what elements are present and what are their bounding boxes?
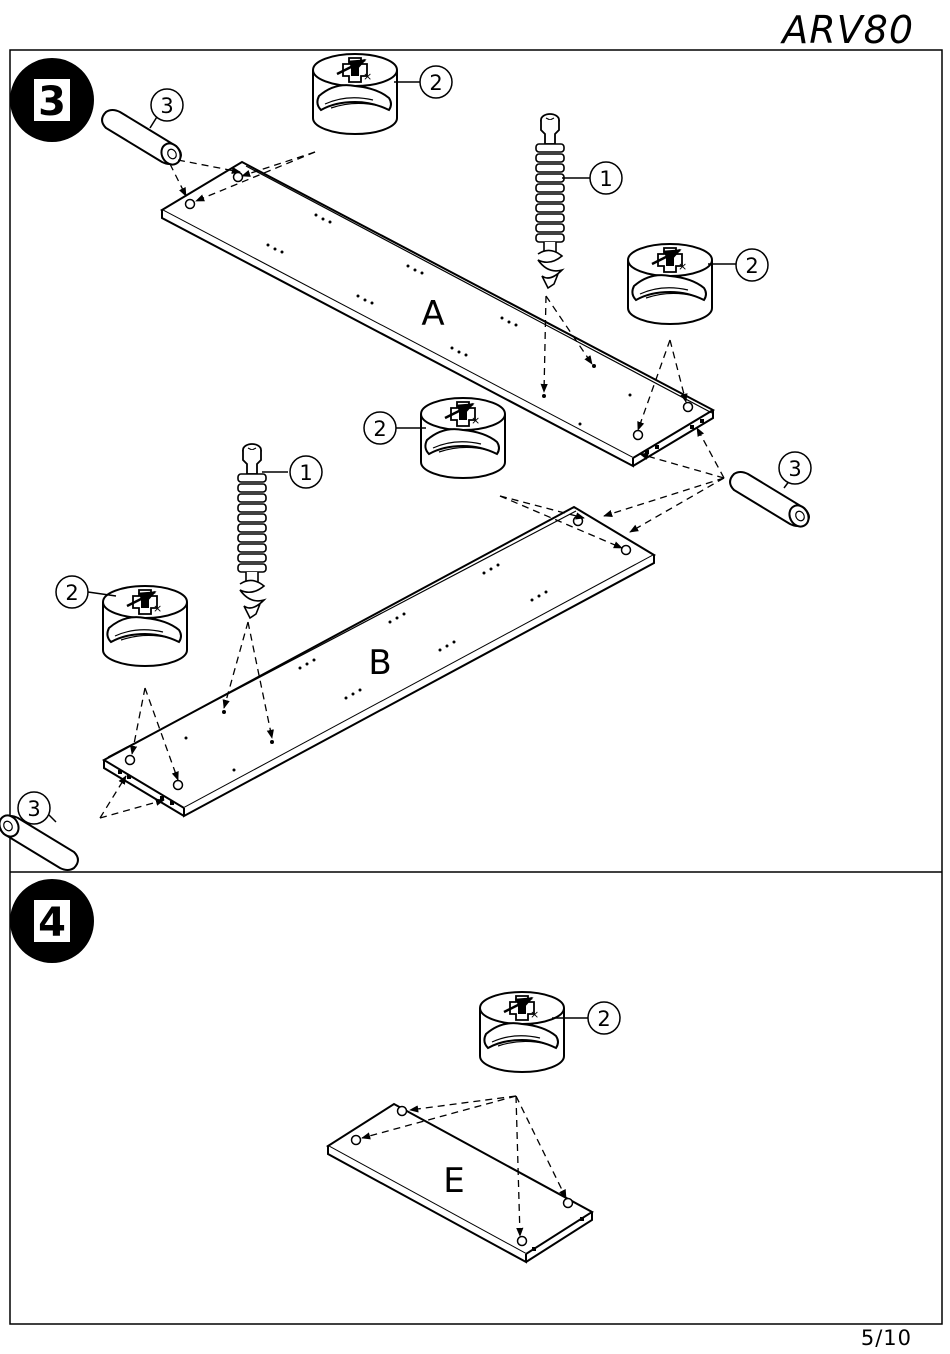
page-number: 5/10	[861, 1326, 912, 1350]
step-3-number: 3	[38, 79, 66, 125]
callout-wood-pin-label: 3	[160, 94, 173, 118]
callout-cam-lock-label: 2	[597, 1007, 610, 1031]
page-frame	[10, 50, 942, 1324]
callout-wood-pin-label: 3	[27, 797, 40, 821]
callout-dowel-label: 1	[599, 167, 612, 191]
cam-lock-icon	[628, 244, 712, 324]
callout-dowel-label: 1	[299, 461, 312, 485]
callout-wood-pin-label: 3	[788, 457, 801, 481]
callout-cam-lock-label: 2	[65, 581, 78, 605]
panel-e-label: E	[443, 1161, 464, 1201]
panel-b: B	[104, 507, 654, 816]
dowel-screw-icon	[536, 114, 564, 288]
cam-lock-icon	[480, 992, 564, 1072]
panel-a-label: A	[421, 294, 444, 334]
cam-lock-icon	[421, 398, 505, 478]
cam-lock-icon	[103, 586, 187, 666]
cam-lock-icon	[313, 54, 397, 134]
dowel-screw-icon	[238, 444, 266, 618]
callout-cam-lock-label: 2	[373, 417, 386, 441]
step-4-badge: 4	[10, 879, 94, 963]
callout-cam-lock-label: 2	[745, 254, 758, 278]
callout-cam-lock-label: 2	[429, 71, 442, 95]
step-4-number: 4	[38, 900, 66, 946]
panel-b-label: B	[368, 643, 391, 683]
panel-e: E	[328, 1104, 592, 1262]
step-3-badge: 3	[10, 58, 94, 142]
